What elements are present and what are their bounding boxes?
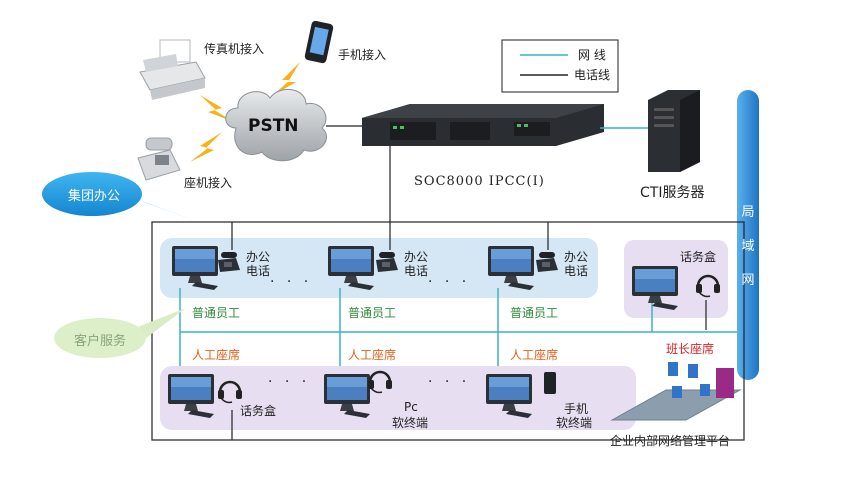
supervisor-box-label: 话务盒 <box>680 250 717 264</box>
management-platform-icon <box>610 362 742 421</box>
landline-phone-icon <box>137 137 181 181</box>
office-phone-label: 办公 <box>404 250 429 264</box>
agent-label: 人工座席 <box>348 348 397 362</box>
fax-label: 传真机接入 <box>204 42 265 56</box>
mobile-label: 手机接入 <box>338 48 387 62</box>
smartphone-icon <box>544 372 556 394</box>
office-phone-label: 电话 <box>404 264 429 278</box>
gateway-label: SOC8000 IPCC(I) <box>414 174 545 189</box>
legend-phone-line-label: 电话线 <box>574 68 611 82</box>
lan-label-1: 局 <box>741 205 755 220</box>
office-phone-label: 电话 <box>564 264 589 278</box>
ellipsis: · · · <box>270 274 313 290</box>
agent-label: 人工座席 <box>510 348 559 362</box>
customer-service-bubble <box>54 308 186 358</box>
agent-label: 人工座席 <box>192 348 241 362</box>
office-phone-label: 办公 <box>564 250 589 264</box>
office-phone-label: 电话 <box>246 264 271 278</box>
lan-label-2: 域 <box>741 239 755 254</box>
customer-service-label: 客户服务 <box>74 334 127 349</box>
pstn-cloud-icon <box>225 89 327 162</box>
terminal-label: Pc <box>404 400 418 414</box>
legend-box <box>501 39 619 93</box>
terminal-label: 手机 <box>564 402 589 416</box>
terminal-label: 软终端 <box>556 416 593 430</box>
terminal-label: 软终端 <box>392 416 429 430</box>
agent-workstation <box>486 372 556 418</box>
staff-label: 普通员工 <box>510 306 559 320</box>
staff-label: 普通员工 <box>348 306 397 320</box>
supervisor-seat-label: 班长座席 <box>666 342 715 356</box>
mobile-phone-icon <box>304 20 334 64</box>
fax-machine-icon <box>139 39 206 100</box>
cti-server-label: CTI服务器 <box>640 185 705 201</box>
cti-server-icon <box>648 90 700 172</box>
pstn-cloud-label: PSTN <box>248 116 299 136</box>
management-platform-label: 企业内部网络管理平台 <box>610 434 731 448</box>
ellipsis: · · · <box>428 374 471 390</box>
soc8000-gateway-icon <box>362 104 604 146</box>
group-office-bubble <box>42 172 198 222</box>
terminal-label: 话务盒 <box>240 404 277 418</box>
office-phone-label: 办公 <box>246 250 271 264</box>
staff-label: 普通员工 <box>192 306 241 320</box>
landline-label: 座机接入 <box>184 176 233 190</box>
ellipsis: · · · <box>268 374 311 390</box>
lan-label-3: 网 <box>741 273 755 288</box>
lightning-icon <box>190 62 300 162</box>
ellipsis: · · · <box>428 274 471 290</box>
group-office-label: 集团办公 <box>68 189 121 204</box>
lan-bar <box>737 90 759 380</box>
legend-network-line-label: 网 线 <box>578 48 606 62</box>
